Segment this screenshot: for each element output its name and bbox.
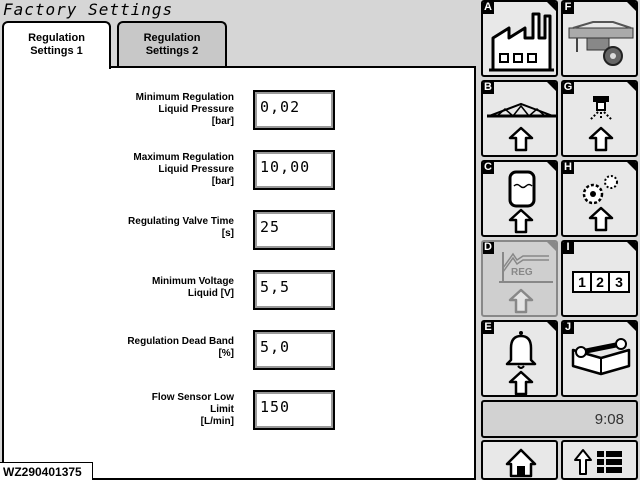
factory-icon xyxy=(489,12,554,72)
manual-wrench-icon xyxy=(571,338,631,376)
home-button[interactable] xyxy=(481,440,558,480)
max-liquid-pressure-input[interactable]: 10,00 xyxy=(253,150,335,190)
page-title: Factory Settings xyxy=(3,0,174,19)
clock: 9:08 xyxy=(481,400,638,438)
flow-sensor-limit-input[interactable]: 150 xyxy=(253,390,335,430)
softkey-j[interactable]: J xyxy=(561,320,638,397)
tab-regulation-settings-1[interactable]: Regulation Settings 1 xyxy=(2,21,111,69)
tab-label-line2: Settings 1 xyxy=(30,45,83,57)
min-liquid-pressure-input[interactable]: 0,02 xyxy=(253,90,335,130)
softkey-h[interactable]: H xyxy=(561,160,638,237)
valve-time-label: Regulating Valve Time[s] xyxy=(128,216,234,239)
sprayer-machine-icon xyxy=(568,21,634,66)
regulation-graph-icon xyxy=(499,252,553,314)
menu-up-button[interactable] xyxy=(561,440,638,480)
gears-icon xyxy=(582,175,618,232)
softkey-a[interactable]: A xyxy=(481,0,558,77)
tab-regulation-settings-2[interactable]: Regulation Settings 2 xyxy=(117,21,227,67)
home-icon xyxy=(505,448,537,478)
tab-label-line1: Regulation xyxy=(143,32,201,44)
tab-label-line2: Settings 2 xyxy=(145,45,199,57)
valve-time-input[interactable]: 25 xyxy=(253,210,335,250)
softkey-c[interactable]: C xyxy=(481,160,558,237)
menu-up-icon xyxy=(574,449,622,475)
counter-icon: 1 2 3 xyxy=(572,271,630,293)
softkey-b[interactable]: B xyxy=(481,80,558,157)
reg-graph-label: REG xyxy=(511,267,533,278)
softkey-e[interactable]: E xyxy=(481,320,558,397)
alarm-bell-icon xyxy=(505,331,537,395)
min-voltage-input[interactable]: 5,5 xyxy=(253,270,335,310)
figure-id: WZ290401375 xyxy=(0,462,93,480)
dead-band-label: Regulation Dead Band[%] xyxy=(127,336,234,359)
softkey-d[interactable]: D REG xyxy=(481,240,558,317)
tab-label-line1: Regulation xyxy=(28,32,85,44)
dead-band-input[interactable]: 5,0 xyxy=(253,330,335,370)
softkey-g[interactable]: G xyxy=(561,80,638,157)
boom-icon xyxy=(487,102,556,152)
softkey-f[interactable]: F xyxy=(561,0,638,77)
nozzle-icon xyxy=(588,96,614,152)
softkey-i[interactable]: I 1 2 3 xyxy=(561,240,638,317)
tank-icon xyxy=(508,170,536,234)
